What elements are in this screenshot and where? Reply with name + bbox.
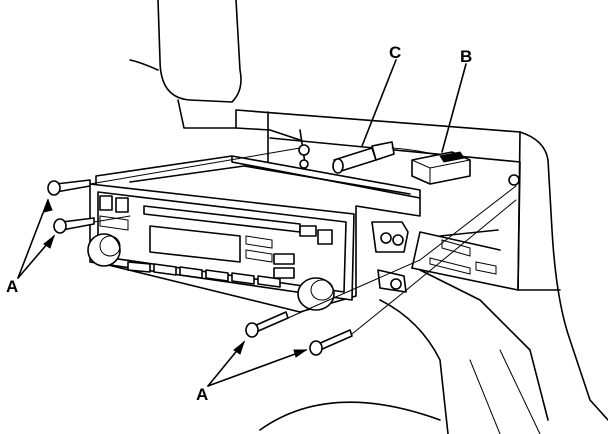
callout-a-bottom: A [196,385,208,404]
dash-opening-frame [269,137,521,291]
callout-c: C [389,43,401,62]
screw-upper-left [47,179,91,196]
screw-lower-left [53,217,95,234]
screw-lower-center [245,311,289,338]
antenna-connector [332,141,441,174]
wiring-connector [411,151,471,185]
alignment-lines [89,147,517,335]
callout-a-left: A [6,277,18,296]
callout-b: B [460,47,472,66]
dashboard-outline [129,0,608,434]
arrowheads [43,198,308,358]
mounting-screws [47,179,353,356]
radio-unit [87,155,421,313]
screw-lower-right [309,329,353,356]
